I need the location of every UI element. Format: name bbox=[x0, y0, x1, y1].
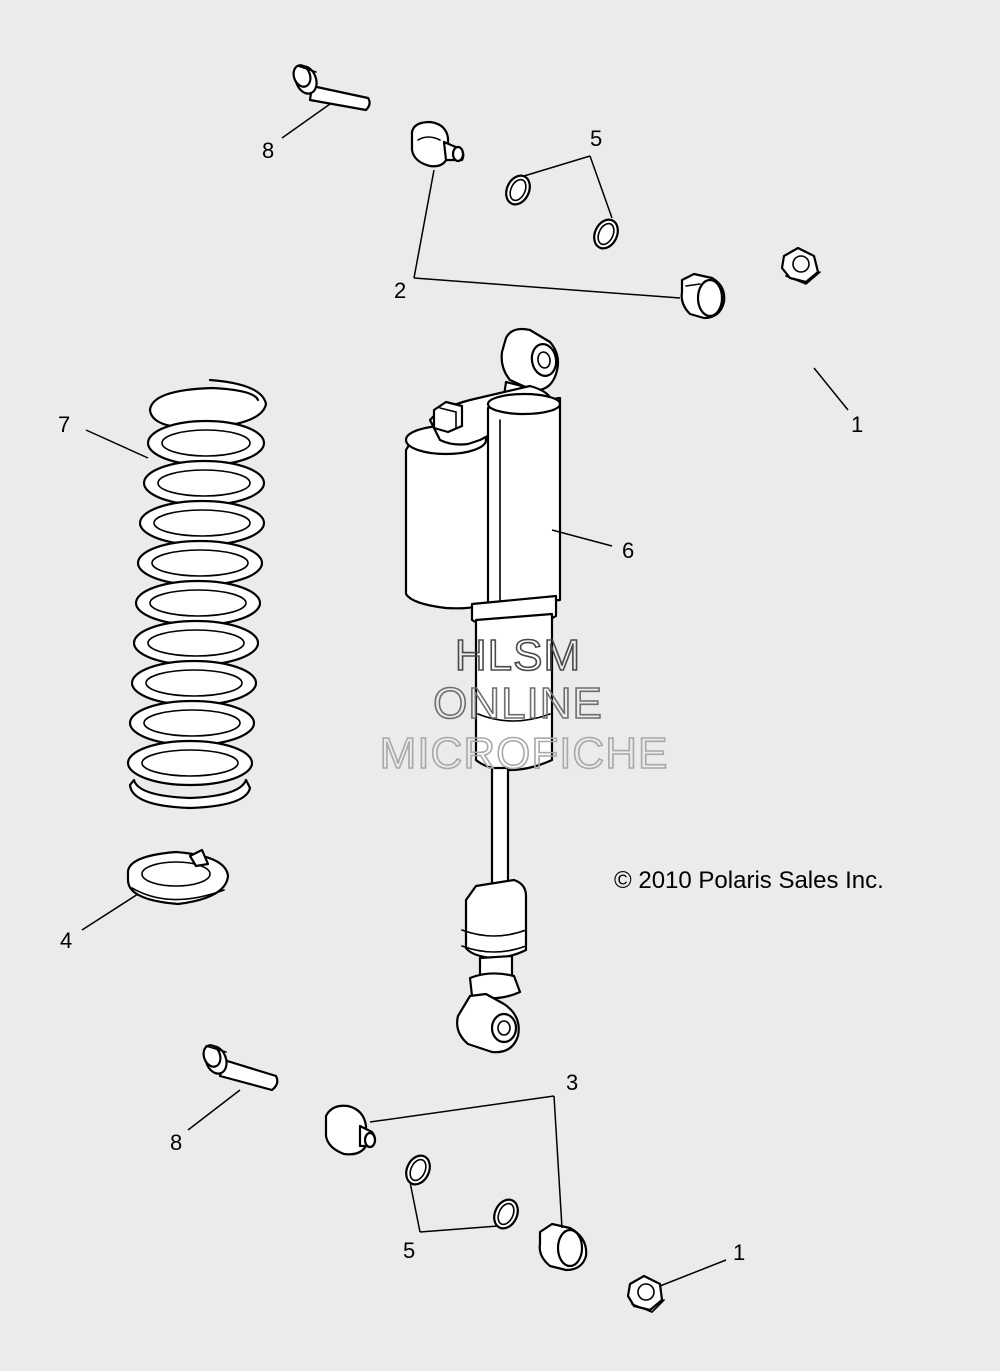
watermark-line-1: HLSM bbox=[455, 631, 581, 680]
callout-3: 3 bbox=[566, 1070, 578, 1095]
leader-lines bbox=[81, 103, 849, 1287]
callout-1-bottom: 1 bbox=[733, 1240, 745, 1265]
callout-1-top: 1 bbox=[851, 412, 863, 437]
flange-nut-bottom bbox=[626, 1274, 665, 1313]
washer-top-right bbox=[593, 218, 619, 250]
washer-bottom-left bbox=[405, 1154, 431, 1186]
bolt-top bbox=[292, 64, 371, 112]
copyright-notice: © 2010 Polaris Sales Inc. bbox=[614, 867, 884, 894]
washer-bottom-right bbox=[493, 1198, 519, 1230]
watermark-line-3: MICROFICHE bbox=[380, 729, 669, 778]
bolt-bottom bbox=[202, 1044, 279, 1092]
washer-top-left bbox=[505, 174, 531, 206]
callout-6: 6 bbox=[622, 538, 634, 563]
callout-5-top: 5 bbox=[590, 126, 602, 151]
callout-8-top: 8 bbox=[262, 138, 274, 163]
bushing-top-left bbox=[410, 120, 465, 168]
callout-7: 7 bbox=[58, 412, 70, 437]
callout-2: 2 bbox=[394, 278, 406, 303]
callout-4: 4 bbox=[60, 928, 72, 953]
bushing-bottom-right bbox=[538, 1222, 588, 1272]
bushing-top-right bbox=[680, 272, 726, 320]
spring-retainer bbox=[126, 848, 230, 906]
flange-nut-top bbox=[780, 246, 821, 285]
callout-5-bottom: 5 bbox=[403, 1238, 415, 1263]
watermark: HLSM ONLINE MICROFICHE bbox=[379, 630, 669, 779]
callout-8-bottom: 8 bbox=[170, 1130, 182, 1155]
bushing-bottom-left bbox=[324, 1104, 377, 1156]
shock-absorber bbox=[404, 327, 562, 1054]
watermark-line-2: ONLINE bbox=[433, 679, 603, 728]
coil-spring bbox=[126, 378, 268, 810]
